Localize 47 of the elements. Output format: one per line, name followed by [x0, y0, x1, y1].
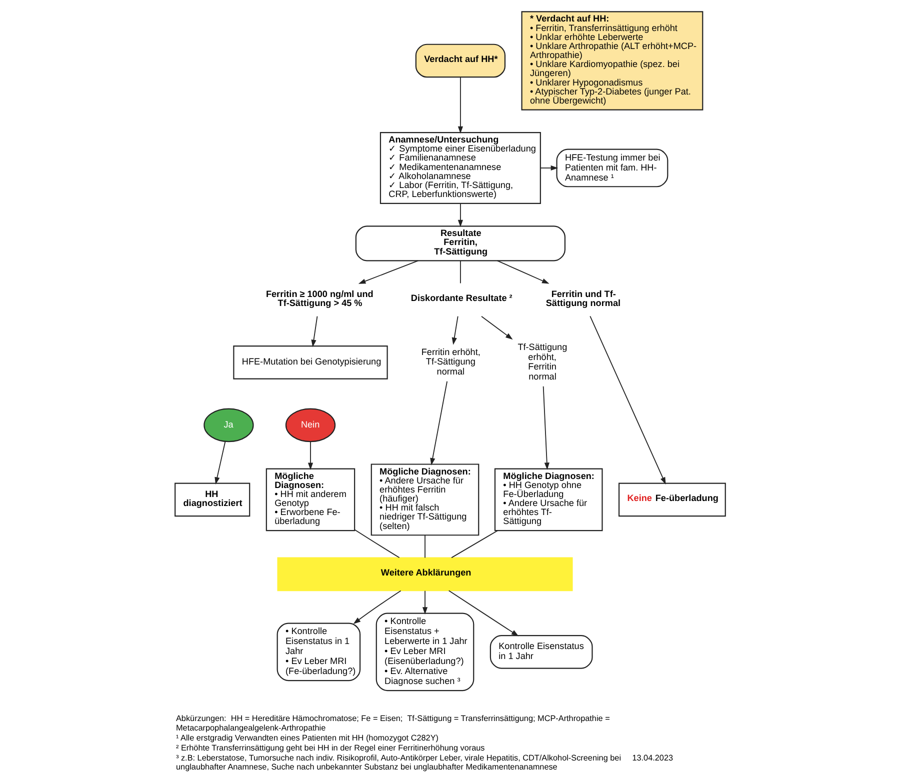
- node-box: • Kontrolle Eisenstatus + Leberwerte in 1 Jahr • Ev Leber MRI (Eisenüberladung?) • Ev. Alternative Diagnose suchen ³: [376, 612, 474, 692]
- node-box: Resultate Ferritin, Tf-Sättigung: [355, 226, 566, 262]
- node-text: Diskordante Resultate ²: [410, 293, 512, 304]
- arrow: [311, 316, 318, 348]
- arrow: [481, 316, 513, 340]
- connector: [424, 534, 426, 558]
- label: 13.04.2023: [632, 753, 674, 762]
- arrow: [422, 590, 428, 614]
- node-box: • Kontrolle Eisenstatus in 1 Jahr • Ev Leber MRI (Fe-überladung?): [276, 622, 361, 682]
- connector: [460, 260, 461, 284]
- label: ¹ Alle erstgradig Verwandten eines Patienten mit HH (homozygot C282Y): [176, 733, 438, 742]
- arrow: [214, 441, 226, 484]
- node-box: Verdacht auf HH*: [415, 44, 506, 78]
- node-box: Mögliche Diagnosen: • HH mit anderem Genotyp • Erworbene Fe-überladung: [266, 468, 356, 532]
- connector: [451, 530, 498, 558]
- arrow: [308, 441, 314, 470]
- label: ³ z.B: Leberstatose, Tumorsuche nach indiv. Risikoprofil, Auto-Antikörper Leber, virale Hepatitis, CDT/Alkohol-Screening bei unglaubhafter Anamnese, Suche nach unbekannter Substanz bei unglaubhafter Medikamentenanamnese: [176, 753, 622, 772]
- node-text: Ferritin und Tf-Sättigung normal: [546, 289, 621, 308]
- node-box: Anamnese/Untersuchung ✓ Symptome einer Eisenüberladung ✓ Familienanamnese ✓ Medikamentenanamnese ✓ Alkoholanamnese ✓ Labor (Ferritin, Tf-Sättigung, CRP, Leberfunktionswerte): [380, 132, 541, 204]
- node-ellipse: Nein: [285, 408, 336, 442]
- node-text: Tf-Sättigung erhöht, Ferritin normal: [518, 342, 568, 382]
- arrow: [496, 260, 550, 284]
- arrow: [353, 590, 402, 624]
- node-text: Ferritin erhöht, Tf-Sättigung normal: [421, 346, 480, 377]
- label: ² Erhöhte Transferrinsättigung geht bei HH in der Regel einer Ferritinerhöhung voraus: [176, 743, 485, 752]
- arrow: [540, 165, 558, 171]
- node-box: * Verdacht auf HH: • Ferritin, Transferrinsättigung erhöht • Unklar erhöhte Leberwerte • Unklare Arthropathie (ALT erhöht+MCP-Arthropathie) • Unklare Kardiomyopathie (spez. bei Jüngeren) • Unklarer Hypogonadismus • Atypischer Typ-2-Diabetes (junger Pat. ohne Übergewicht): [521, 11, 704, 110]
- arrow: [590, 316, 666, 485]
- arrow: [458, 76, 463, 134]
- label: Abkürzungen: HH = Hereditäre Hämochromatose; Fe = Eisen; Tf-Sättigung = Transferrinsättigung; MCP-Arthropathie = Metacarpophalangealgelenk-Arthropathie: [176, 714, 610, 732]
- node-ellipse: Ja: [204, 408, 254, 442]
- connector: [354, 529, 400, 558]
- node-box: Kontrolle Eisenstatus in 1 Jahr: [490, 635, 593, 669]
- node-box: HFE-Testung immer bei Patienten mit fam. HH-Anamnese ¹: [556, 148, 668, 188]
- node-box: Weitere Abklärungen: [277, 557, 573, 592]
- arrow: [358, 260, 419, 284]
- arrow: [458, 203, 463, 228]
- node-text: Ferritin ≥ 1000 ng/ml und Tf-Sättigung > 45 %: [266, 289, 374, 308]
- arrow: [452, 316, 458, 345]
- node-box: HFE-Mutation bei Genotypisierung: [233, 346, 388, 380]
- node-box: Mögliche Diagnosen: • HH Genotyp ohne Fe-Überladung • Andere Ursache für erhöhtes Tf-Sättigung: [494, 468, 603, 532]
- arrow: [430, 380, 448, 466]
- node-box: Keine Fe-überladung: [618, 482, 726, 517]
- node-box: HH diagnostiziert: [174, 482, 250, 517]
- arrow: [542, 386, 550, 470]
- arrow: [448, 590, 519, 636]
- node-box: Mögliche Diagnosen: • Andere Ursache für erhöhtes Ferritin (häufiger) • HH mit falsch niedriger Tf-Sättigung (selten): [370, 464, 480, 536]
